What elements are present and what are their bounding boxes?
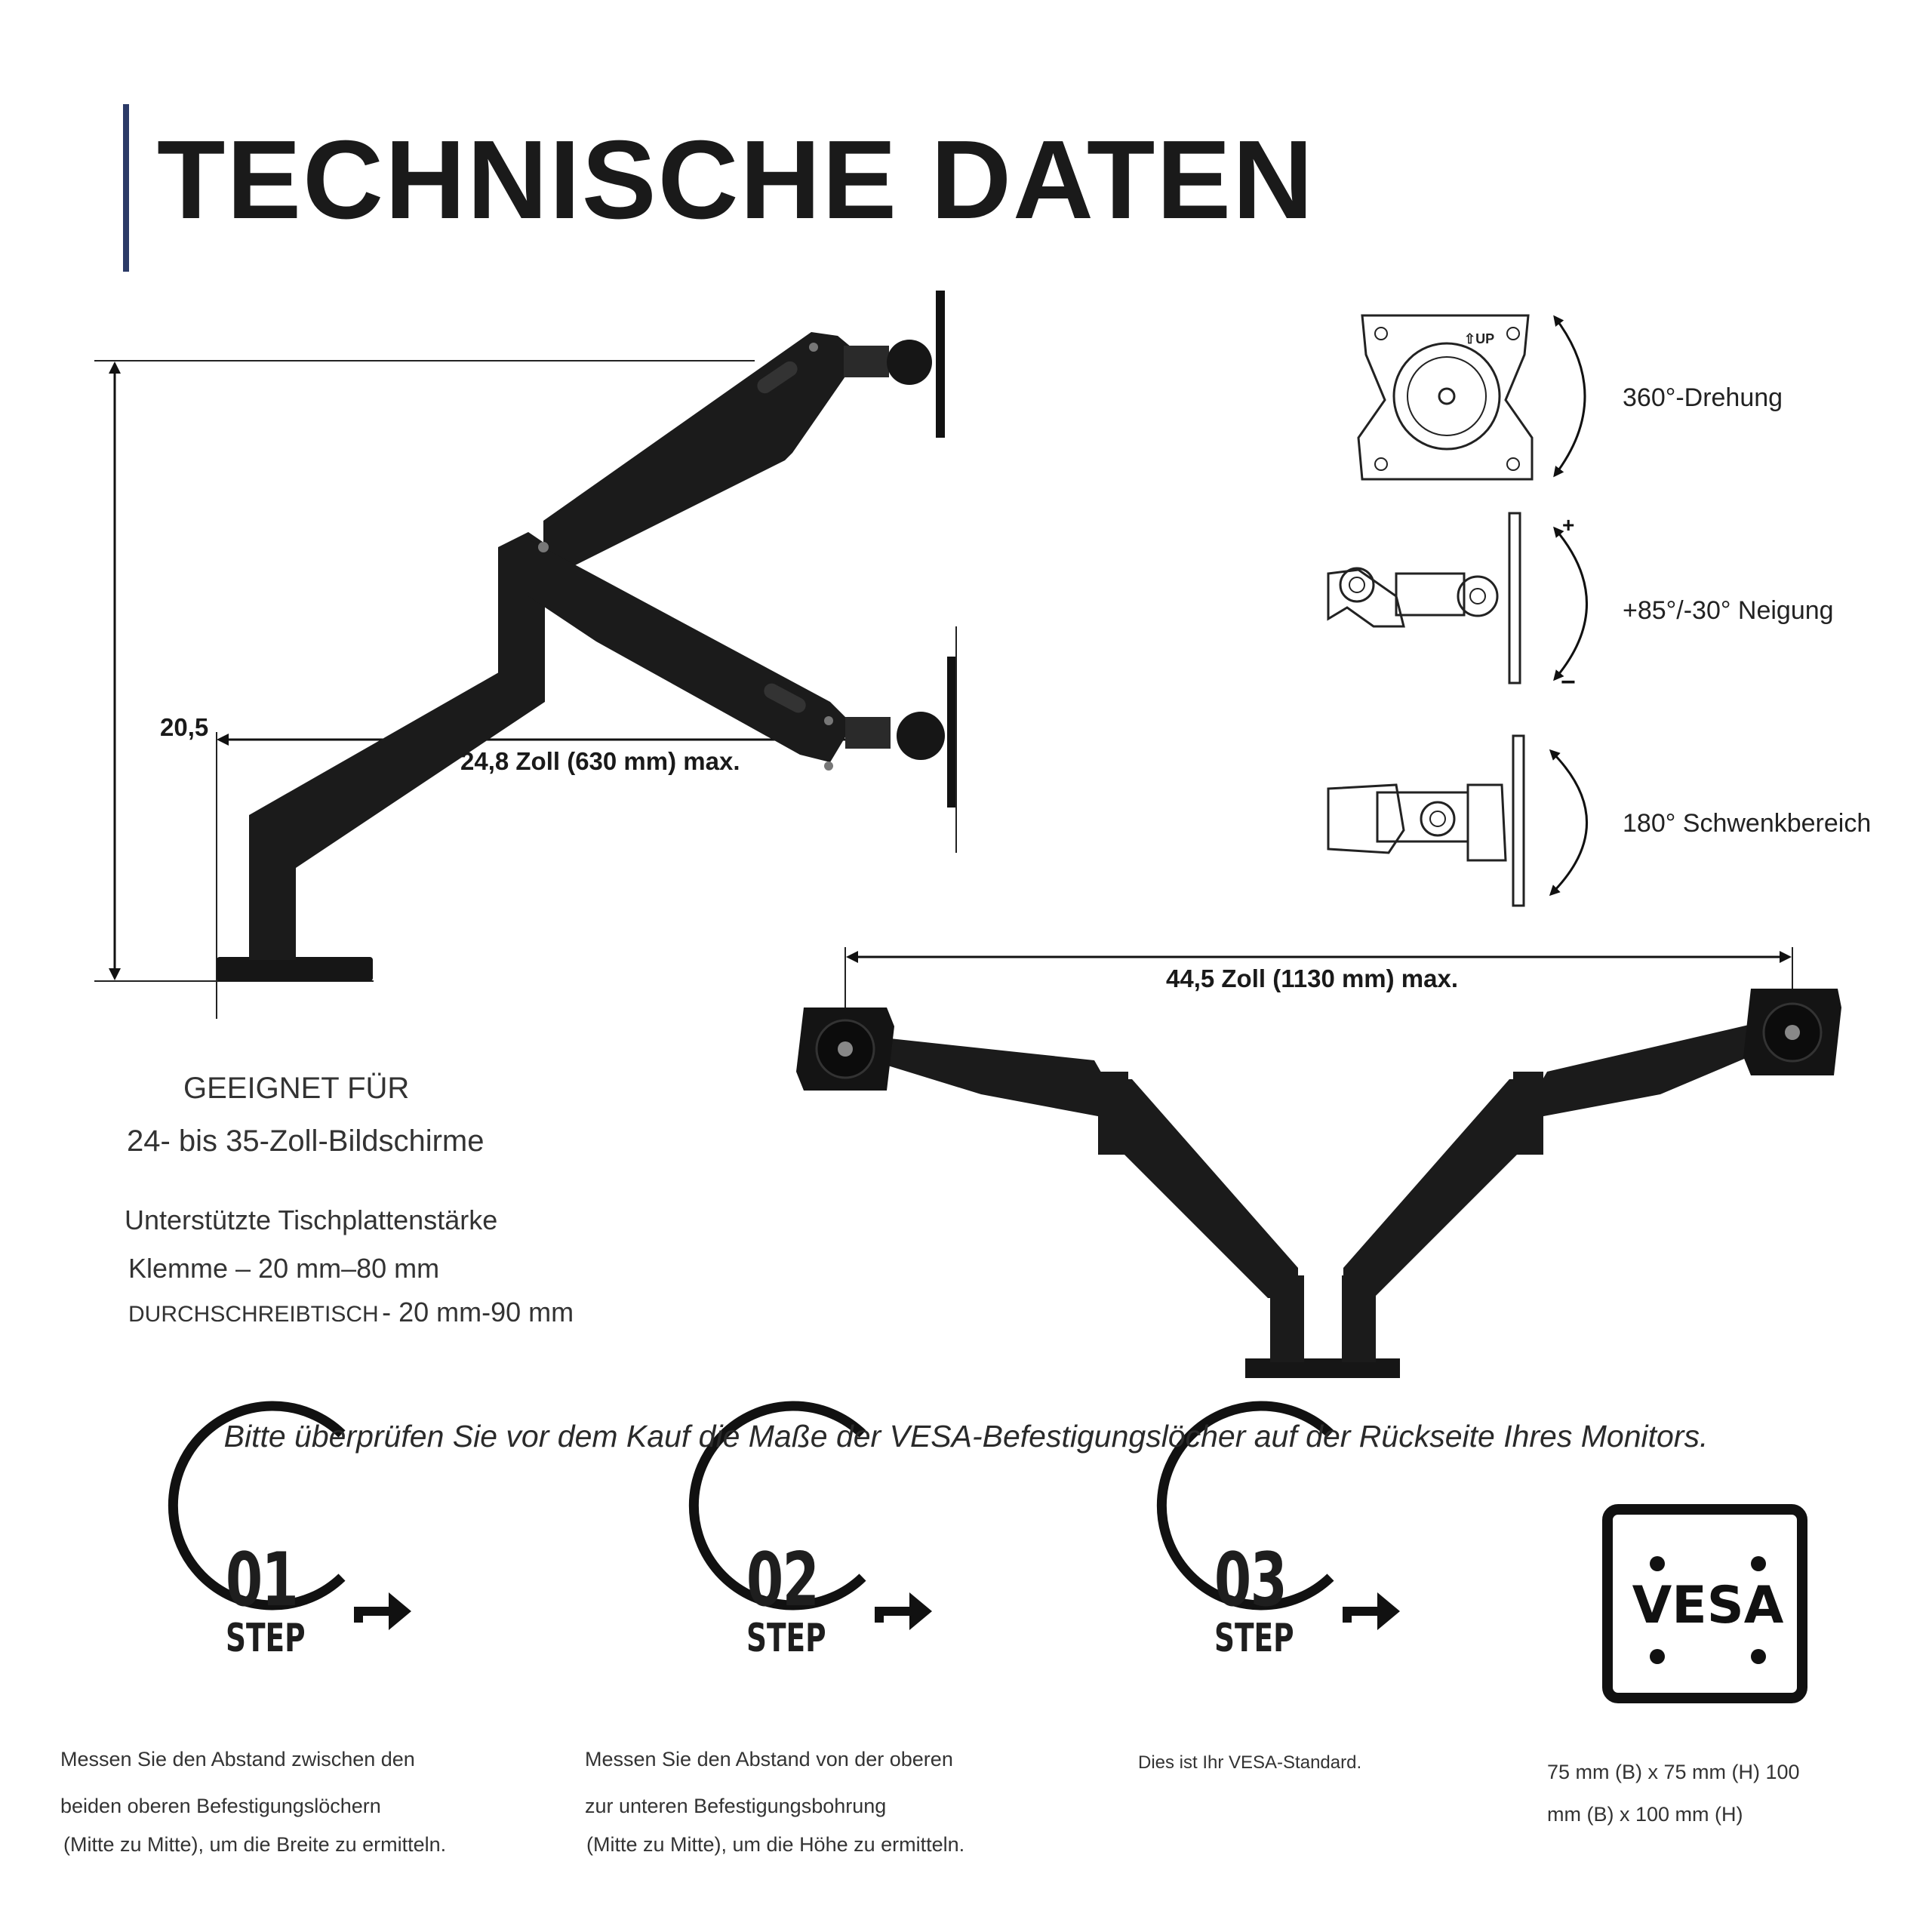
suitability-sizes: 24- bis 35-Zoll-Bildschirme <box>127 1124 485 1158</box>
step-02-badge: 02 STEP <box>736 1537 826 1661</box>
up-mark: ⇧UP <box>1464 331 1494 346</box>
single-arm-illustration <box>94 291 957 1019</box>
step-03-line: Dies ist Ihr VESA-Standard. <box>1138 1752 1362 1773</box>
step-02-number: 02 <box>746 1537 820 1623</box>
step-02-icon <box>688 1401 932 1630</box>
step-01-description: Messen Sie den Abstand zwischen den beid… <box>60 1736 446 1860</box>
swivel-label: 180° Schwenkbereich <box>1623 809 1872 838</box>
height-label: 20,5 <box>160 713 209 741</box>
page-title: TECHNISCHE DATEN <box>157 118 1315 242</box>
title-accent-bar <box>123 104 129 272</box>
step-01-label: STEP <box>226 1616 306 1661</box>
step-03-description: Dies ist Ihr VESA-Standard. <box>1138 1740 1361 1786</box>
desk-grommet-label: DURCHSCHREIBTISCH <box>128 1302 379 1327</box>
tilt-plus-label: + <box>1562 513 1574 537</box>
tilt-label: +85°/-30° Neigung <box>1623 596 1834 625</box>
step-02-description: Messen Sie den Abstand von der oberen zu… <box>585 1736 964 1860</box>
step-01-line: Messen Sie den Abstand zwischen den <box>60 1748 415 1770</box>
vesa-sizes: 75 mm (B) x 75 mm (H) 100 mm (B) x 100 m… <box>1547 1751 1800 1835</box>
tilt-minus-label: − <box>1561 668 1576 697</box>
vesa-logo: VESA <box>1602 1504 1807 1703</box>
vesa-note: Bitte überprüfen Sie vor dem Kauf die Ma… <box>223 1419 1709 1454</box>
step-03-label: STEP <box>1214 1616 1294 1661</box>
arm-reach-label: 24,8 Zoll (630 mm) max. <box>460 747 740 775</box>
vesa-size-line: mm (B) x 100 mm (H) <box>1547 1803 1743 1826</box>
step-01-icon <box>168 1401 411 1630</box>
step-01-number: 01 <box>226 1537 299 1623</box>
desk-heading: Unterstützte Tischplattenstärke <box>125 1204 498 1235</box>
step-02-line: zur unteren Befestigungsbohrung <box>585 1795 887 1817</box>
step-02-line: Messen Sie den Abstand von der oberen <box>585 1748 953 1770</box>
dual-arm-illustration <box>796 947 1841 1378</box>
vesa-size-line: 75 mm (B) x 75 mm (H) 100 <box>1547 1761 1800 1783</box>
step-02-line: (Mitte zu Mitte), um die Höhe zu ermitte… <box>586 1833 965 1856</box>
swivel-icon <box>1327 734 1588 907</box>
desk-grommet: DURCHSCHREIBTISCH - 20 mm-90 mm <box>128 1297 574 1328</box>
step-03-number: 03 <box>1214 1537 1287 1623</box>
dual-width-label: 44,5 Zoll (1130 mm) max. <box>1166 964 1459 992</box>
step-03-icon <box>1156 1401 1400 1630</box>
rotation-icon: ⇧UP <box>1357 314 1586 481</box>
rotation-label: 360°-Drehung <box>1623 383 1783 412</box>
step-01-line: (Mitte zu Mitte), um die Breite zu ermit… <box>63 1833 447 1856</box>
tilt-icon: + − <box>1327 512 1588 697</box>
step-02-label: STEP <box>746 1616 826 1661</box>
desk-clamp: Klemme – 20 mm–80 mm <box>128 1253 440 1284</box>
vesa-logo-text: VESA <box>1632 1576 1784 1635</box>
desk-grommet-value: - 20 mm-90 mm <box>382 1297 574 1327</box>
step-01-line: beiden oberen Befestigungslöchern <box>60 1795 381 1817</box>
suitability-heading: GEEIGNET FÜR <box>183 1072 410 1105</box>
step-03-badge: 03 STEP <box>1204 1537 1294 1661</box>
step-01-badge: 01 STEP <box>215 1537 306 1661</box>
